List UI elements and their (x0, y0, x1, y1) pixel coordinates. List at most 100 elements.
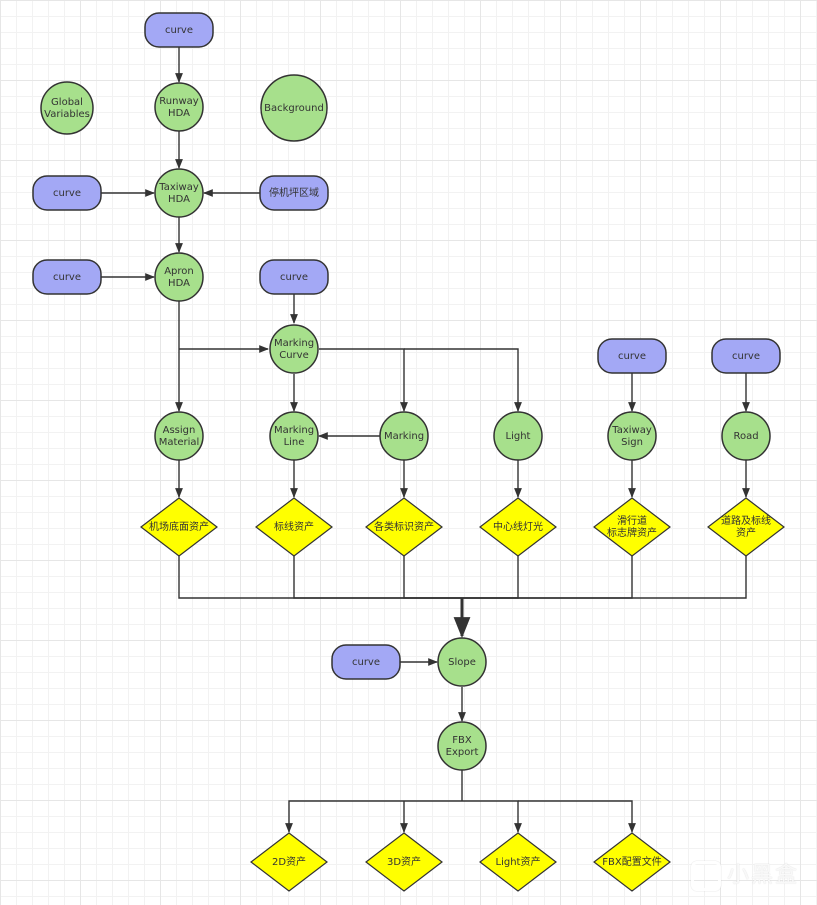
node-out-light[interactable]: Light资产 (479, 832, 557, 892)
node-light[interactable]: Light (493, 411, 543, 461)
node-background[interactable]: Background (260, 74, 328, 142)
node-out-2d[interactable]: 2D资产 (250, 832, 328, 892)
node-label: 各类标识资产 (374, 520, 434, 533)
node-label: Curve (279, 350, 309, 361)
node-label: 中心线灯光 (493, 520, 543, 533)
node-label: Road (733, 431, 758, 442)
node-out-3d[interactable]: 3D资产 (365, 832, 443, 892)
node-label: Slope (448, 657, 476, 668)
xiaoheihe-logo-icon (690, 861, 721, 891)
edge-connector (178, 556, 462, 599)
node-label: Sign (621, 437, 643, 448)
node-label: FBX配置文件 (602, 855, 661, 868)
node-label: HDA (168, 108, 190, 119)
node-label: 道路及标线 (721, 514, 771, 527)
node-curve-marking[interactable]: curve (259, 259, 329, 295)
edge-connector (293, 556, 462, 599)
input-terminator-shape (32, 259, 102, 295)
process-circle-shape (437, 637, 487, 687)
process-circle-shape (260, 74, 328, 142)
edge-connector (462, 800, 522, 833)
watermark: 小黑盒 (690, 857, 799, 891)
node-apron-region[interactable]: 停机坪区域 (259, 175, 329, 211)
node-label: curve (618, 351, 646, 362)
node-curve-road[interactable]: curve (711, 338, 781, 374)
edge-connector (462, 556, 519, 599)
node-label: 3D资产 (387, 855, 421, 868)
node-label: 2D资产 (272, 855, 306, 868)
input-terminator-shape (32, 175, 102, 211)
watermark-text: 小黑盒 (726, 863, 799, 888)
node-label: Export (446, 747, 479, 758)
output-diamond-shape (593, 832, 671, 892)
node-label: 滑行道 (617, 514, 647, 527)
output-diamond-shape (479, 832, 557, 892)
edge-connector (404, 348, 522, 412)
node-label: Marking (384, 431, 424, 442)
node-label: 机场底面资产 (149, 520, 209, 533)
node-label: 资产 (736, 526, 756, 539)
node-curve-sign[interactable]: curve (597, 338, 667, 374)
node-label: Background (264, 103, 324, 114)
input-terminator-shape (144, 12, 214, 48)
edge-connector (285, 800, 462, 833)
node-out-marking-line[interactable]: 标线资产 (255, 497, 333, 557)
process-circle-shape (40, 81, 94, 135)
node-label: Runway (159, 96, 198, 107)
node-label: Variables (44, 109, 90, 120)
node-label: Material (159, 437, 200, 448)
node-label: curve (732, 351, 760, 362)
node-road[interactable]: Road (721, 411, 771, 461)
edge-connector (462, 556, 633, 599)
node-label: Assign (163, 425, 196, 436)
edge-connector (462, 556, 747, 599)
process-circle-shape (269, 411, 319, 461)
input-terminator-shape (259, 259, 329, 295)
process-circle-shape (154, 411, 204, 461)
output-diamond-shape (255, 497, 333, 557)
node-label: HDA (168, 194, 190, 205)
node-label: Light资产 (496, 855, 541, 868)
node-label: 标志牌资产 (607, 526, 657, 539)
node-curve-top[interactable]: curve (144, 12, 214, 48)
output-diamond-shape (479, 497, 557, 557)
node-curve-apron[interactable]: curve (32, 259, 102, 295)
node-curve-slope[interactable]: curve (331, 644, 401, 680)
node-out-airport-ground[interactable]: 机场底面资产 (140, 497, 218, 557)
node-out-markings[interactable]: 各类标识资产 (365, 497, 443, 557)
node-label: curve (53, 272, 81, 283)
input-terminator-shape (259, 175, 329, 211)
node-label: Marking (274, 425, 314, 436)
node-marking[interactable]: Marking (379, 411, 429, 461)
node-curve-taxiway[interactable]: curve (32, 175, 102, 211)
node-out-fbx-config[interactable]: FBX配置文件 (593, 832, 671, 892)
node-slope[interactable]: Slope (437, 637, 487, 687)
process-circle-shape (437, 721, 487, 771)
output-diamond-shape (707, 497, 785, 557)
output-diamond-shape (365, 832, 443, 892)
process-circle-shape (154, 168, 204, 218)
node-out-centerline-light[interactable]: 中心线灯光 (479, 497, 557, 557)
process-circle-shape (154, 82, 204, 132)
input-terminator-shape (331, 644, 401, 680)
input-terminator-shape (711, 338, 781, 374)
output-diamond-shape (593, 497, 671, 557)
process-circle-shape (269, 324, 319, 374)
node-label: curve (352, 657, 380, 668)
output-diamond-shape (250, 832, 328, 892)
process-circle-shape (721, 411, 771, 461)
output-diamond-shape (140, 497, 218, 557)
